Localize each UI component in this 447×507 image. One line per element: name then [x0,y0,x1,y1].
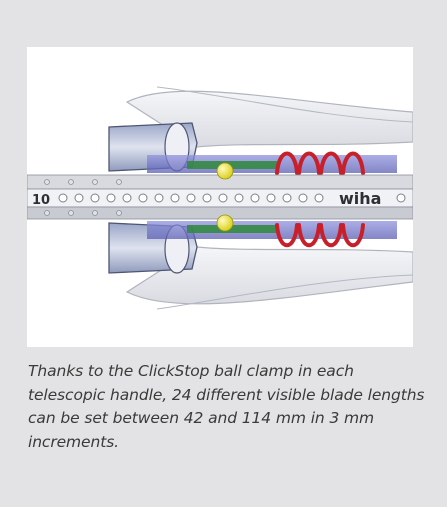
clamp-housing [147,155,397,239]
clamp-ball-top [216,162,234,180]
handle-shell [125,86,413,310]
figure-caption: Thanks to the ClickStop ball clamp in ea… [28,362,425,451]
blade-rail: 10 wiha [27,174,413,220]
clickstop-illustration: 10 wiha [27,47,413,347]
spring-coils [275,151,365,248]
rail-brand-label: wiha [339,189,381,208]
clamp-ball-bottom [216,214,234,232]
rail-scale-number: 10 [32,193,50,208]
